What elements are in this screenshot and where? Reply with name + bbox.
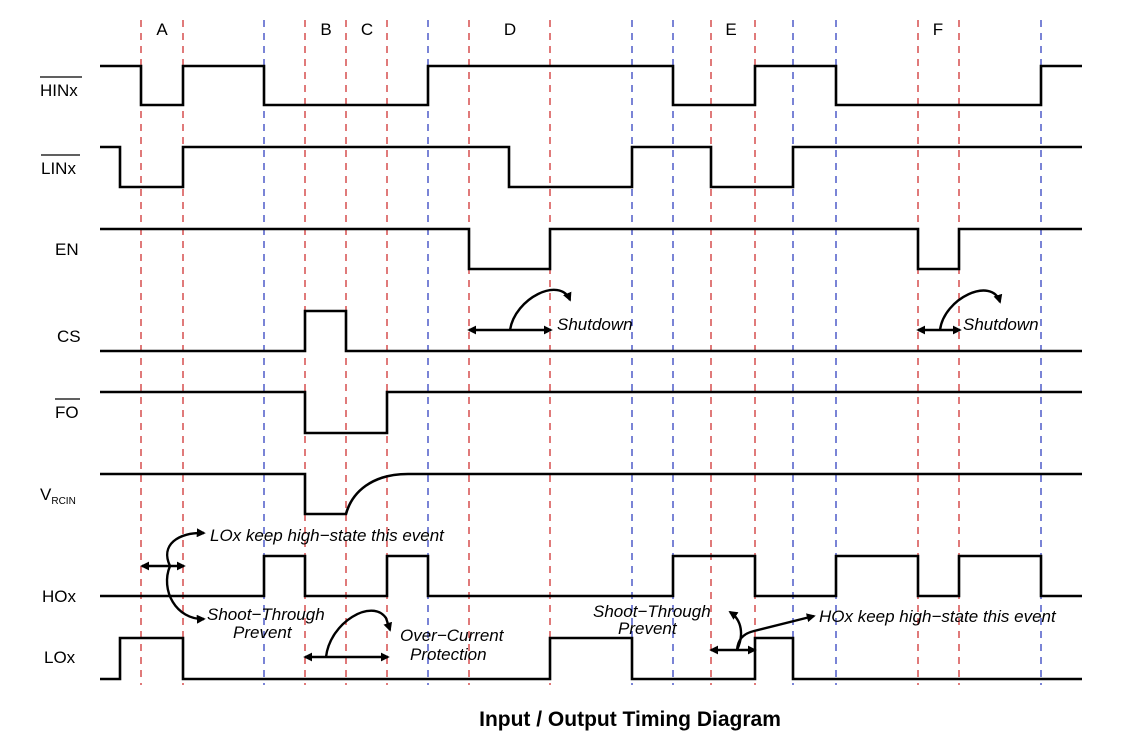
waveform-fo <box>100 390 1082 435</box>
waveform-lox <box>100 636 1082 681</box>
waveform-cs <box>100 309 1082 353</box>
signal-label-linx: LINx <box>41 159 76 178</box>
waveform-linx <box>100 145 1082 189</box>
signal-label-hox: HOx <box>42 587 77 606</box>
signal-labels: HINx LINx EN CS FO VRCIN HOx LOx <box>40 76 82 667</box>
annotation-shoot-through-1: Shoot−Through <box>207 605 325 624</box>
signal-label-lox: LOx <box>44 648 76 667</box>
annotation-shutdown-2: Shutdown <box>963 315 1039 334</box>
region-label-c: C <box>361 20 373 39</box>
annotation-shoot-through-2: Shoot−Through <box>593 602 711 621</box>
region-labels: A B C D E F <box>156 20 943 39</box>
waveform-vrcin <box>100 472 1082 516</box>
annotation-prevent-1: Prevent <box>233 623 293 642</box>
signal-label-cs: CS <box>57 327 81 346</box>
region-label-a: A <box>156 20 168 39</box>
signal-label-en: EN <box>55 240 79 259</box>
curved-arrow-shoot-through-2 <box>728 611 743 651</box>
annotation-shutdown-1: Shutdown <box>557 315 633 334</box>
region-label-d: D <box>504 20 516 39</box>
curved-arrow-ho-keep <box>735 613 816 651</box>
diagram-title: Input / Output Timing Diagram <box>479 708 781 731</box>
curved-arrow-shutdown-1 <box>508 288 572 331</box>
annotation-protection: Protection <box>410 645 487 664</box>
curved-arrow-lo-keep <box>166 528 206 567</box>
annotation-arrows <box>140 288 1003 662</box>
waveform-en <box>100 227 1082 271</box>
curved-arrow-shoot-through-1 <box>165 565 206 624</box>
region-label-e: E <box>725 20 736 39</box>
signal-label-hinx: HINx <box>40 81 78 100</box>
waveform-hinx <box>100 64 1082 107</box>
region-label-f: F <box>933 20 943 39</box>
annotation-ho-keep: HOx keep high−state this event <box>819 607 1057 626</box>
waveforms <box>100 64 1082 681</box>
annotations: LOx keep high−state this event Shoot−Thr… <box>207 315 1057 664</box>
signal-label-vrcin: VRCIN <box>40 485 76 507</box>
waveform-hox <box>100 554 1082 598</box>
curved-arrow-over-current <box>324 609 392 658</box>
annotation-over-current: Over−Current <box>400 626 505 645</box>
curved-arrow-shutdown-2 <box>938 289 1003 331</box>
event-markers <box>140 20 1042 685</box>
annotation-lo-keep: LOx keep high−state this event <box>210 526 445 545</box>
annotation-prevent-2: Prevent <box>618 619 678 638</box>
region-label-b: B <box>320 20 331 39</box>
signal-label-fo: FO <box>55 403 79 422</box>
